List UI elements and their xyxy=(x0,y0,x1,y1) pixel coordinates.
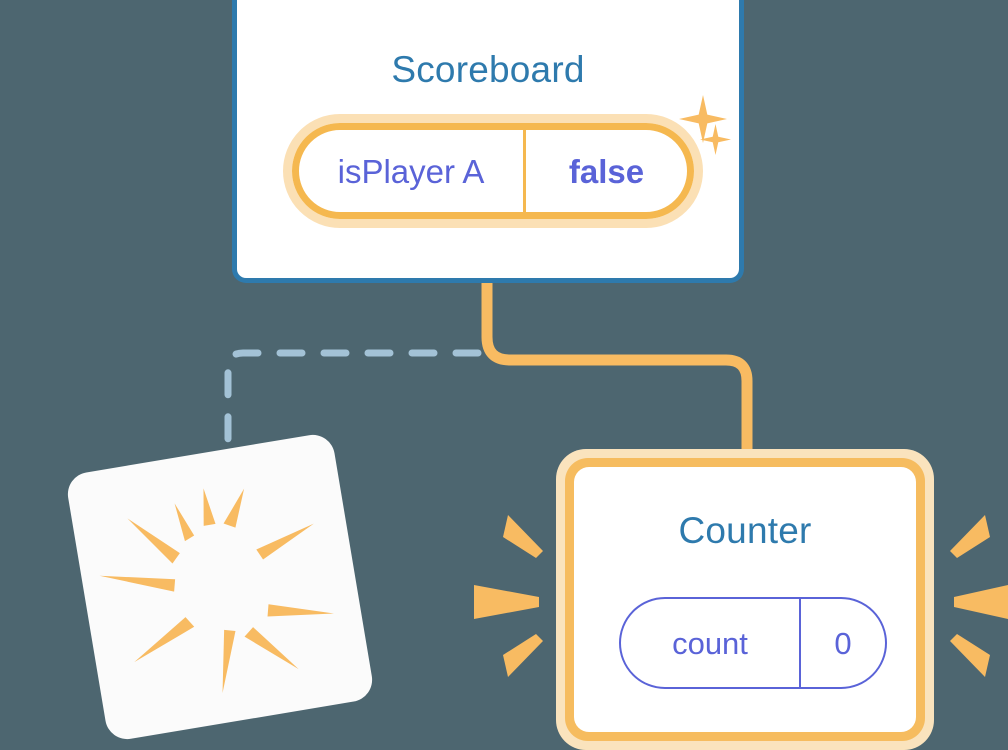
scoreboard-state-pill[interactable]: isPlayer A false xyxy=(283,114,703,228)
burst-ray-sse xyxy=(244,627,299,670)
burst-ray-wsw xyxy=(99,575,176,592)
pill-inner-ring: isPlayer A false xyxy=(292,123,694,219)
ray-right-mid xyxy=(954,585,1008,619)
placeholder-card[interactable] xyxy=(64,431,376,743)
counter-state-pill[interactable]: count 0 xyxy=(619,597,887,689)
ray-left-top xyxy=(503,515,543,558)
scoreboard-title: Scoreboard xyxy=(391,49,585,90)
counter-state-key: count xyxy=(621,599,801,687)
burst-ray-s xyxy=(222,629,236,694)
pill-outer-glow-ring xyxy=(283,114,703,228)
counter-title: Counter xyxy=(678,510,812,551)
burst-ray-nne xyxy=(223,488,245,528)
burst-ray-wnw xyxy=(127,518,180,564)
burst-ray-ene xyxy=(256,523,314,560)
connector-solid-scoreboard-to-counter xyxy=(481,283,753,470)
counter-card[interactable]: Counter count 0 xyxy=(556,449,934,750)
placeholder-burst-rays xyxy=(99,488,334,694)
counter-state-value: 0 xyxy=(834,625,852,661)
ray-left-mid xyxy=(474,585,539,619)
ray-right-top xyxy=(950,515,990,558)
scoreboard-state-value: false xyxy=(568,152,645,190)
scoreboard-card[interactable]: Scoreboard isPlayer A false xyxy=(232,0,744,283)
ray-right-bottom xyxy=(950,634,990,677)
counter-card-outer-ring: Counter count 0 xyxy=(565,458,925,741)
burst-ray-n xyxy=(203,488,216,526)
counter-card-body: Counter count 0 xyxy=(574,467,916,732)
scoreboard-state-key: isPlayer A xyxy=(299,130,526,212)
burst-ray-ese xyxy=(267,604,334,617)
burst-ray-nnw xyxy=(174,503,195,542)
ray-left-bottom xyxy=(503,634,543,677)
burst-ray-ssw xyxy=(134,617,195,663)
